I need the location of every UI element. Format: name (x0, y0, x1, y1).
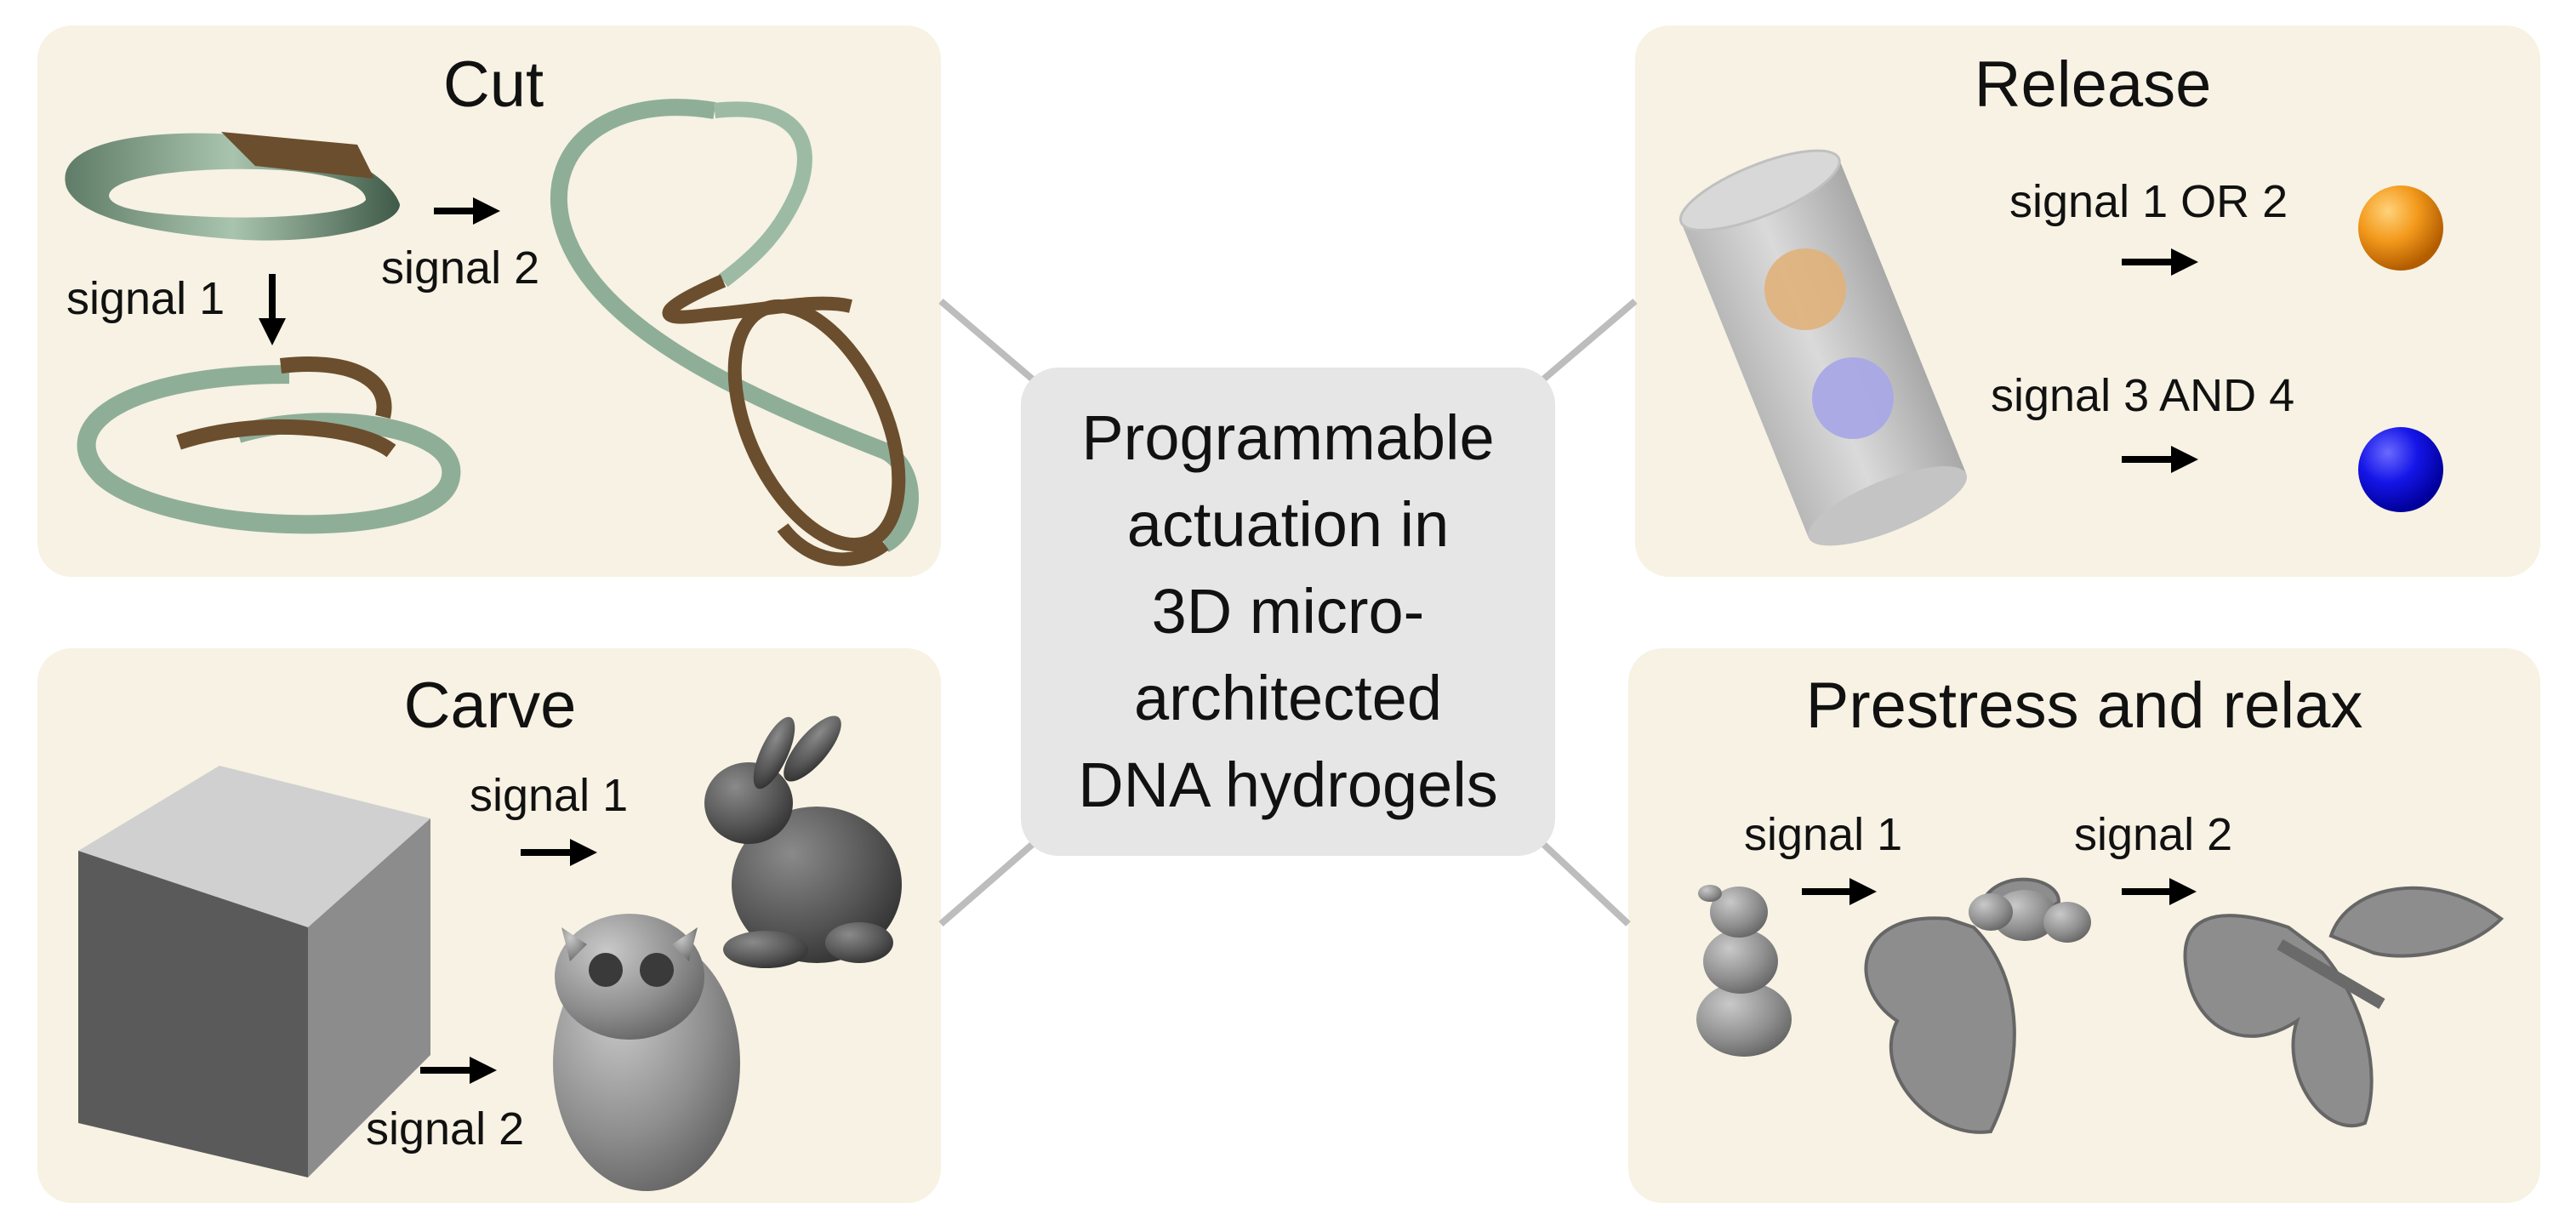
carve-title: Carve (403, 670, 577, 742)
cube-block (78, 766, 430, 1177)
prestress-signal-1-label: signal 1 (1744, 809, 1903, 860)
blue-sphere (2358, 427, 2443, 512)
release-or-label: signal 1 OR 2 (2009, 176, 2288, 227)
ribbon-ring-illustration (65, 132, 401, 241)
prestress-title: Prestress and relax (1805, 670, 2363, 742)
bunny-sculpture (704, 715, 902, 968)
owl-eye (589, 953, 623, 987)
owl-sculpture (553, 914, 740, 1191)
folded-blob-shape (1696, 885, 1792, 1057)
orange-cargo-inside (1764, 248, 1846, 330)
owl-eye (640, 953, 674, 987)
orange-sphere (2358, 185, 2443, 271)
carve-signal-1-label: signal 1 (470, 770, 629, 821)
carve-signal-2-label: signal 2 (366, 1103, 525, 1154)
release-and-label: signal 3 AND 4 (1991, 370, 2295, 421)
cut-signal-2-label: signal 2 (381, 242, 540, 294)
central-concept-box: Programmable actuation in 3D micro- arch… (1021, 368, 1555, 856)
cut-title: Cut (442, 48, 544, 121)
release-title: Release (1974, 48, 2212, 121)
ribbon-knot-illustration (550, 99, 919, 567)
cut-signal-1-label: signal 1 (66, 273, 225, 324)
cylinder-container (1678, 149, 1968, 546)
butterfly-relaxed (2183, 886, 2505, 1127)
blue-cargo-inside (1812, 357, 1894, 439)
ribbon-spiral-illustration (77, 356, 461, 534)
prestress-signal-2-label: signal 2 (2074, 809, 2233, 860)
connector-lines (938, 298, 1638, 927)
central-concept-text: Programmable actuation in 3D micro- arch… (1078, 402, 1498, 820)
butterfly-intermediate (1864, 877, 2091, 1134)
